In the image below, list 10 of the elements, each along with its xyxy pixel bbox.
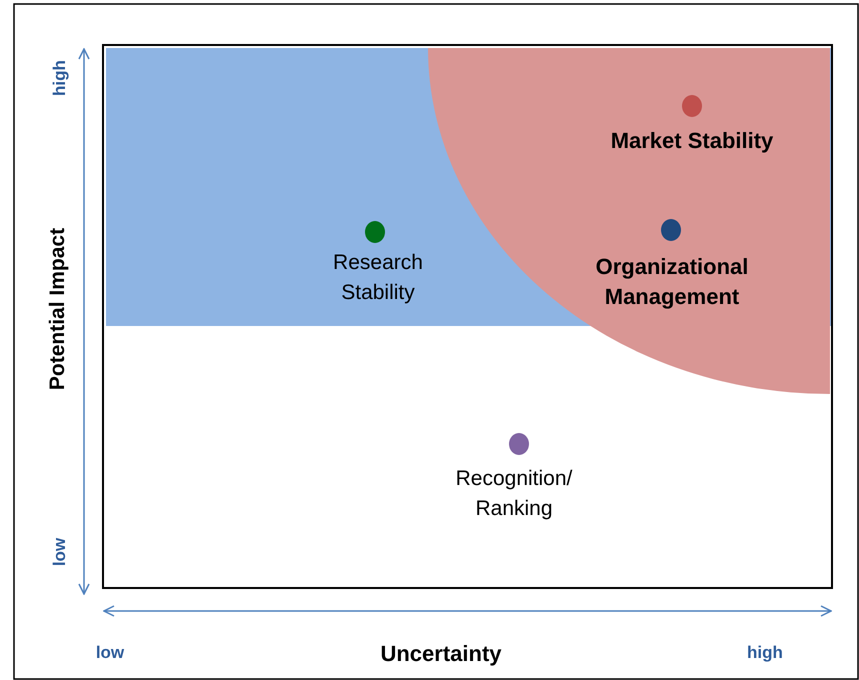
axis-tick-label: low bbox=[94, 642, 126, 664]
point-label: Organizational Management bbox=[594, 253, 750, 311]
point-label: Research Stability bbox=[332, 250, 424, 306]
axis-title: Potential Impact bbox=[45, 226, 70, 392]
axis-tick-label: high bbox=[49, 59, 70, 98]
point-label: Market Stability bbox=[610, 127, 774, 155]
axis-title: Uncertainty bbox=[379, 640, 503, 668]
axis-tick-label: high bbox=[746, 642, 784, 664]
axis-tick-label: low bbox=[49, 536, 70, 568]
point-label: Recognition/ Ranking bbox=[454, 466, 574, 522]
